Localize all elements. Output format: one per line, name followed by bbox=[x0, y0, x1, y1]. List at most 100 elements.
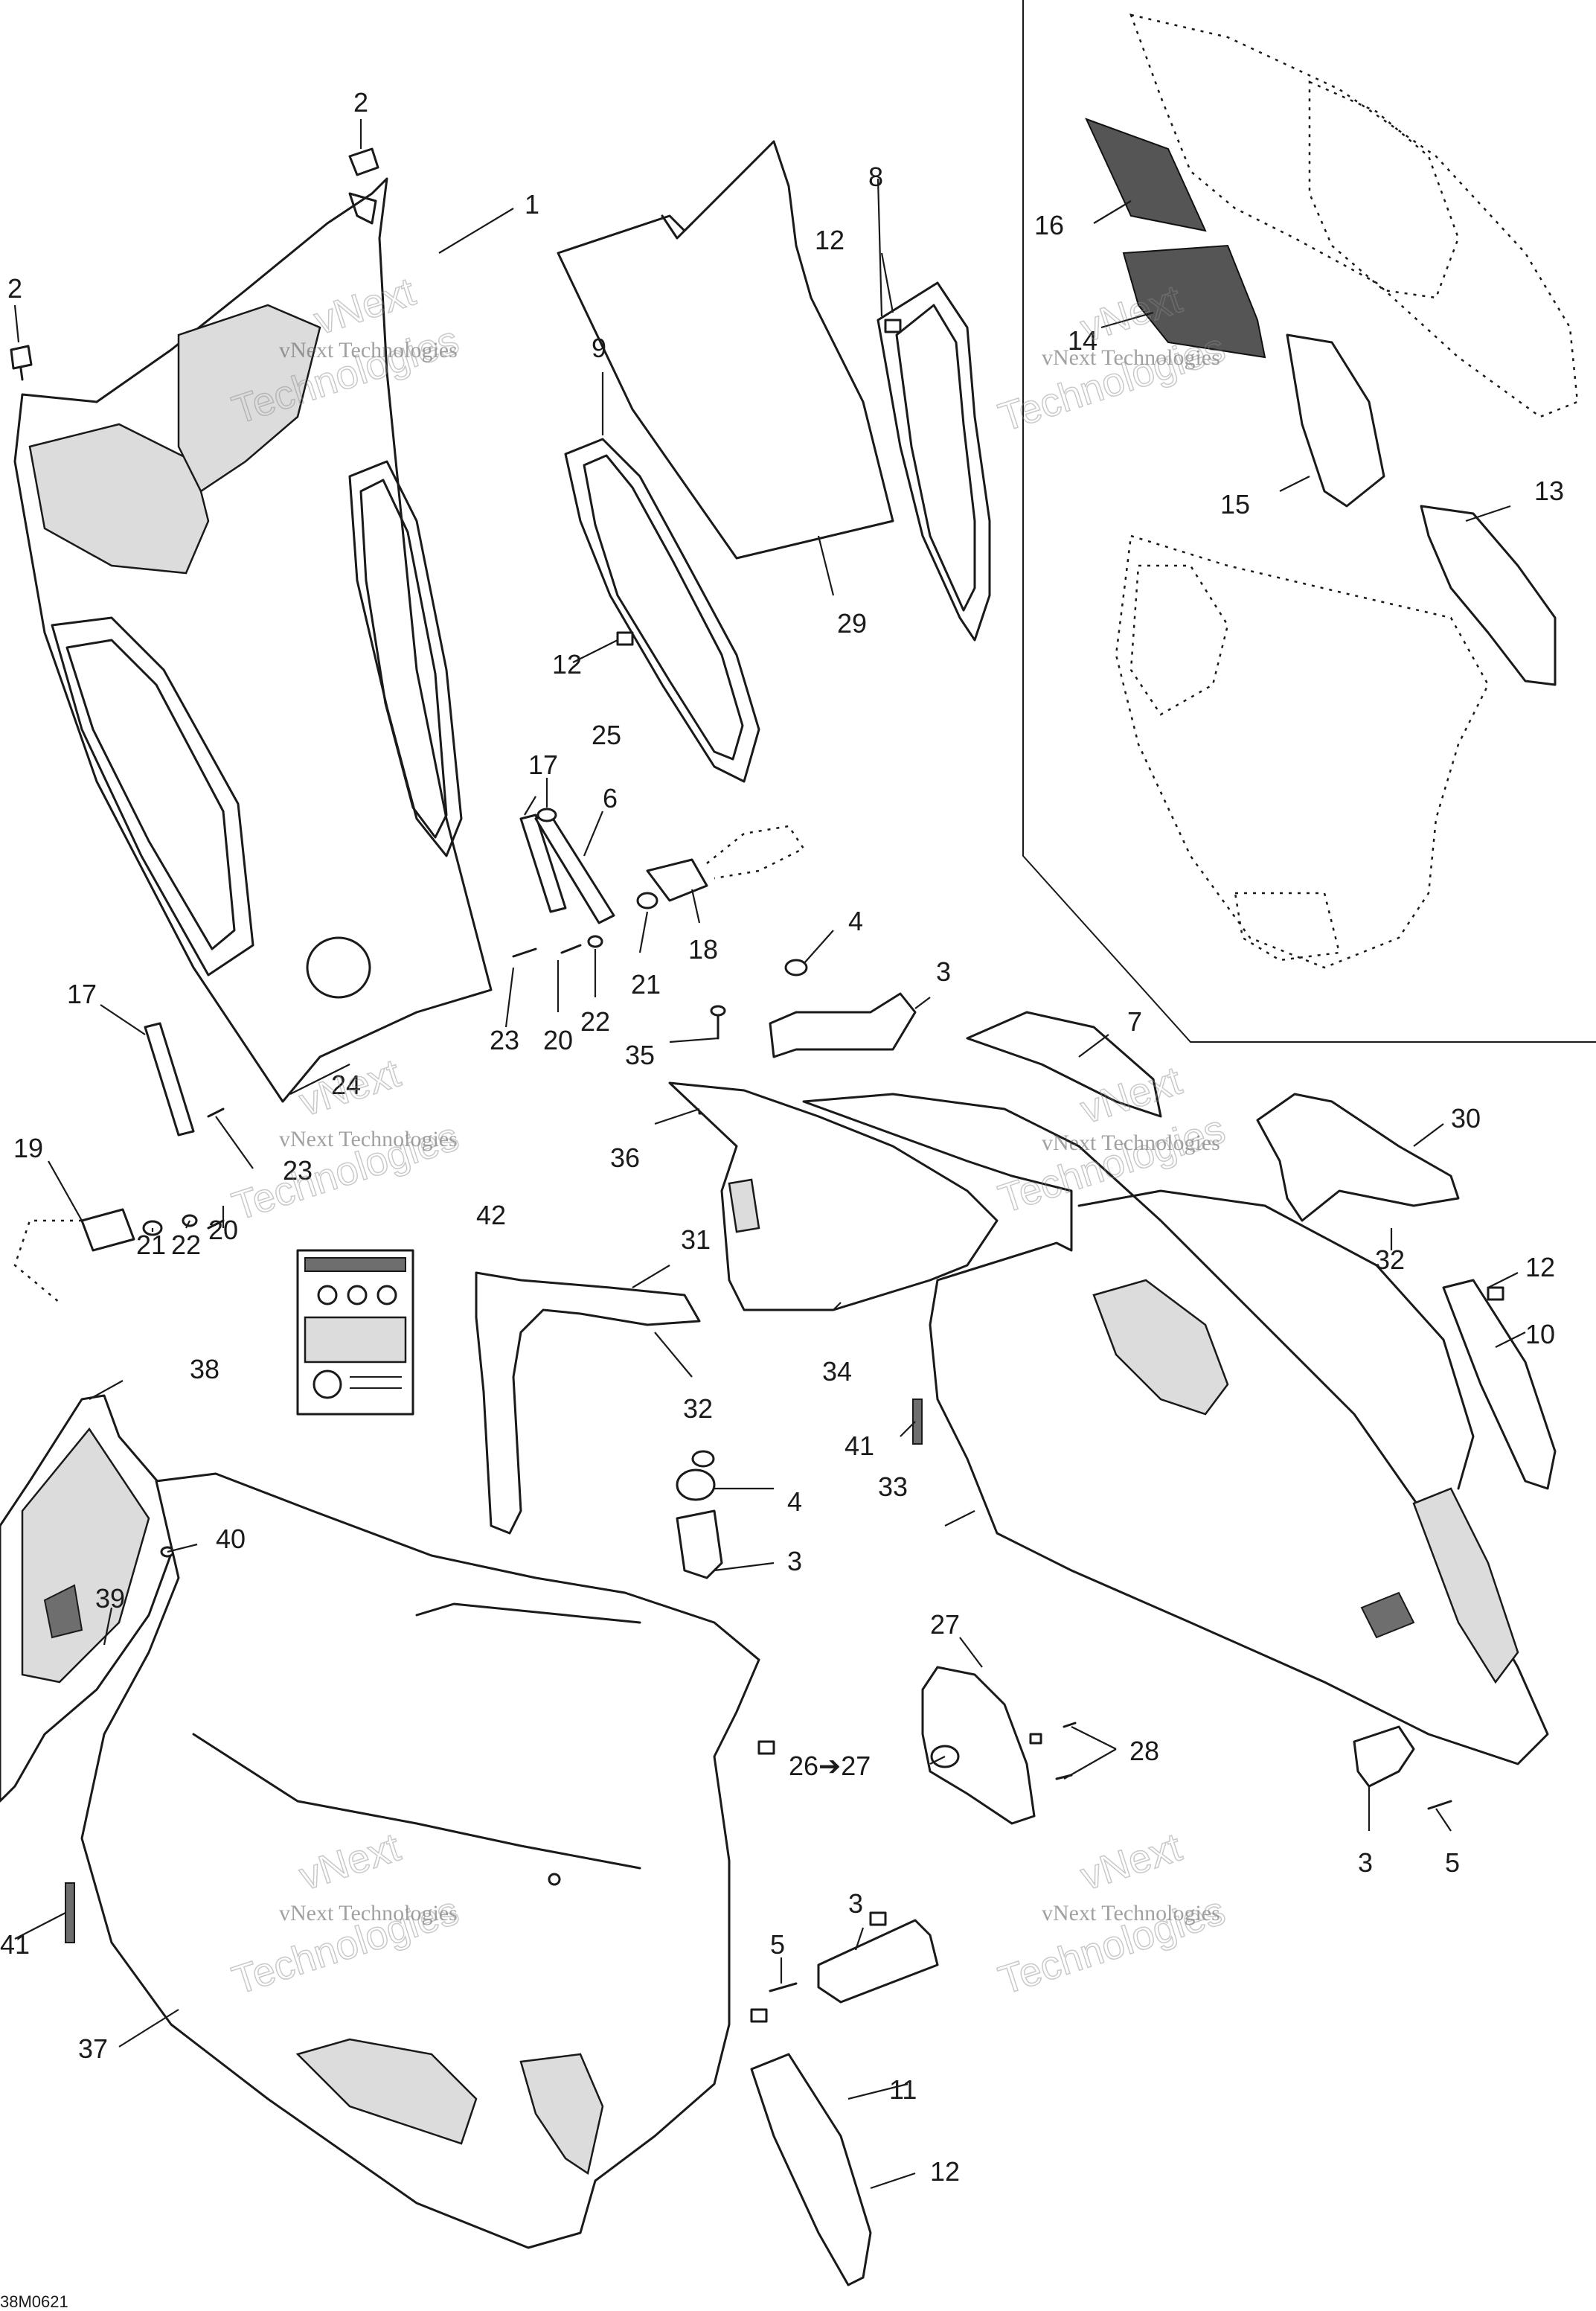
callout-41-left: 41 bbox=[0, 1929, 30, 1960]
callout-12-top: 12 bbox=[815, 225, 845, 255]
callout-1: 1 bbox=[525, 189, 539, 220]
trim-part-31 bbox=[475, 1271, 701, 1535]
callout-7: 7 bbox=[1127, 1006, 1142, 1037]
bracket-part-18 bbox=[646, 825, 805, 902]
callout-3-lower: 3 bbox=[848, 1888, 863, 1919]
callout-2-top: 2 bbox=[353, 87, 368, 118]
callout-23-lower: 23 bbox=[283, 1155, 313, 1186]
svg-text:vNext Technologies: vNext Technologies bbox=[279, 1127, 458, 1151]
bracket-part-17-lower bbox=[144, 1022, 195, 1137]
callout-8: 8 bbox=[868, 162, 883, 192]
side-panel-part-37 bbox=[80, 1472, 760, 2249]
svg-text:vNext Technologies: vNext Technologies bbox=[1042, 1131, 1220, 1155]
handle-part-3-upper bbox=[769, 992, 917, 1058]
bracket-part-17-upper bbox=[519, 814, 567, 913]
callout-3-upper: 3 bbox=[936, 956, 951, 987]
callout-37: 37 bbox=[78, 2033, 108, 2064]
watermark-mid-left: vNext Technologies vNext Technologies bbox=[226, 1050, 464, 1230]
callout-3-mid: 3 bbox=[787, 1546, 802, 1576]
inner-panel-part-38 bbox=[0, 1394, 180, 1803]
callout-2-left: 2 bbox=[7, 273, 22, 304]
vent-frame-part-9 bbox=[564, 438, 760, 783]
callout-4-upper: 4 bbox=[848, 906, 863, 936]
svg-text:vNext Technologies: vNext Technologies bbox=[279, 338, 458, 362]
callout-5-lower: 5 bbox=[770, 1929, 785, 1960]
svg-text:vNext: vNext bbox=[1075, 1825, 1187, 1899]
svg-text:vNext Technologies: vNext Technologies bbox=[279, 1901, 458, 1925]
callout-26-arrow-27: 26➔27 bbox=[789, 1751, 871, 1781]
callout-28: 28 bbox=[1129, 1736, 1159, 1766]
callout-40: 40 bbox=[216, 1524, 246, 1554]
callout-20-upper: 20 bbox=[543, 1025, 573, 1055]
callout-9: 9 bbox=[592, 333, 606, 363]
callout-labels: 1 2 2 3 3 3 3 4 4 5 5 6 7 8 9 10 11 12 1… bbox=[0, 87, 1564, 2187]
callout-22-upper: 22 bbox=[580, 1006, 610, 1037]
callout-10: 10 bbox=[1525, 1319, 1555, 1349]
callout-38: 38 bbox=[190, 1354, 219, 1384]
cap-cover-part-30 bbox=[1256, 1093, 1460, 1222]
screw-part-5-group bbox=[769, 1800, 1452, 1992]
windshield-cowl-part-1 bbox=[13, 177, 493, 1103]
callout-14: 14 bbox=[1068, 325, 1097, 356]
washer-part-25 bbox=[536, 808, 557, 822]
side-panel-part-33 bbox=[802, 1093, 1549, 1765]
watermark-bottom-right: vNext Technologies vNext Technologies bbox=[993, 1824, 1231, 2004]
inset-cowl-upper bbox=[1129, 13, 1579, 418]
callout-31: 31 bbox=[681, 1224, 711, 1255]
inset-border bbox=[1022, 0, 1596, 1043]
callout-24: 24 bbox=[331, 1070, 361, 1100]
callout-30: 30 bbox=[1451, 1103, 1481, 1134]
detail-inset bbox=[1022, 0, 1596, 1043]
callout-32-left: 32 bbox=[683, 1393, 713, 1424]
callout-21-lower: 21 bbox=[136, 1230, 166, 1260]
vent-frame-part-8 bbox=[876, 281, 991, 642]
panel-part-10 bbox=[1442, 1279, 1557, 1490]
decal-part-42 bbox=[296, 1249, 414, 1416]
callout-39: 39 bbox=[95, 1583, 125, 1614]
callout-12-bottom: 12 bbox=[930, 2156, 960, 2187]
clip-part-12-group bbox=[616, 319, 1504, 2023]
callout-16: 16 bbox=[1034, 210, 1064, 240]
callout-21-upper: 21 bbox=[631, 969, 661, 1000]
drawing-code: 38M0621 bbox=[0, 2292, 68, 2311]
handle-part-3-right bbox=[1353, 1725, 1415, 1788]
callout-13: 13 bbox=[1534, 476, 1564, 506]
callout-17-lower: 17 bbox=[67, 979, 97, 1009]
callout-22-lower: 22 bbox=[171, 1230, 201, 1260]
cover-part-7 bbox=[966, 1011, 1162, 1118]
callout-23-upper: 23 bbox=[490, 1025, 519, 1055]
pad-part-13 bbox=[1420, 505, 1557, 686]
callout-5-right: 5 bbox=[1445, 1847, 1460, 1878]
callout-29: 29 bbox=[837, 608, 867, 639]
svg-text:vNext Technologies: vNext Technologies bbox=[1042, 345, 1220, 370]
handle-part-3-mid bbox=[676, 1468, 723, 1579]
callout-42: 42 bbox=[476, 1200, 506, 1230]
mesh-part-14 bbox=[1122, 244, 1266, 359]
svg-text:vNext Technologies: vNext Technologies bbox=[1042, 1901, 1220, 1925]
callout-27: 27 bbox=[930, 1609, 960, 1640]
clip-part-2-left bbox=[10, 345, 33, 381]
clip-part-2-top bbox=[348, 147, 379, 176]
callout-36: 36 bbox=[610, 1142, 640, 1173]
cap-part-4-group bbox=[691, 959, 808, 1468]
callout-3-right: 3 bbox=[1358, 1847, 1373, 1878]
callout-6: 6 bbox=[603, 783, 618, 814]
callout-12-right: 12 bbox=[1525, 1252, 1555, 1282]
callout-4-mid: 4 bbox=[787, 1486, 802, 1517]
callout-35: 35 bbox=[625, 1040, 655, 1070]
leader-lines bbox=[13, 119, 1526, 2190]
callout-15: 15 bbox=[1220, 489, 1250, 520]
callout-32-right: 32 bbox=[1375, 1244, 1405, 1275]
gasket-sheet-part-29 bbox=[557, 140, 894, 560]
panel-part-11 bbox=[750, 2053, 872, 2286]
callout-41-right: 41 bbox=[845, 1431, 874, 1461]
callout-17-upper: 17 bbox=[528, 749, 558, 780]
callout-18: 18 bbox=[688, 934, 718, 965]
callout-11: 11 bbox=[889, 2074, 917, 2105]
bracket-part-19 bbox=[13, 1208, 135, 1303]
side-panel-part-34 bbox=[668, 1081, 999, 1311]
fastener-group-upper bbox=[512, 892, 658, 958]
callout-34: 34 bbox=[822, 1356, 852, 1387]
